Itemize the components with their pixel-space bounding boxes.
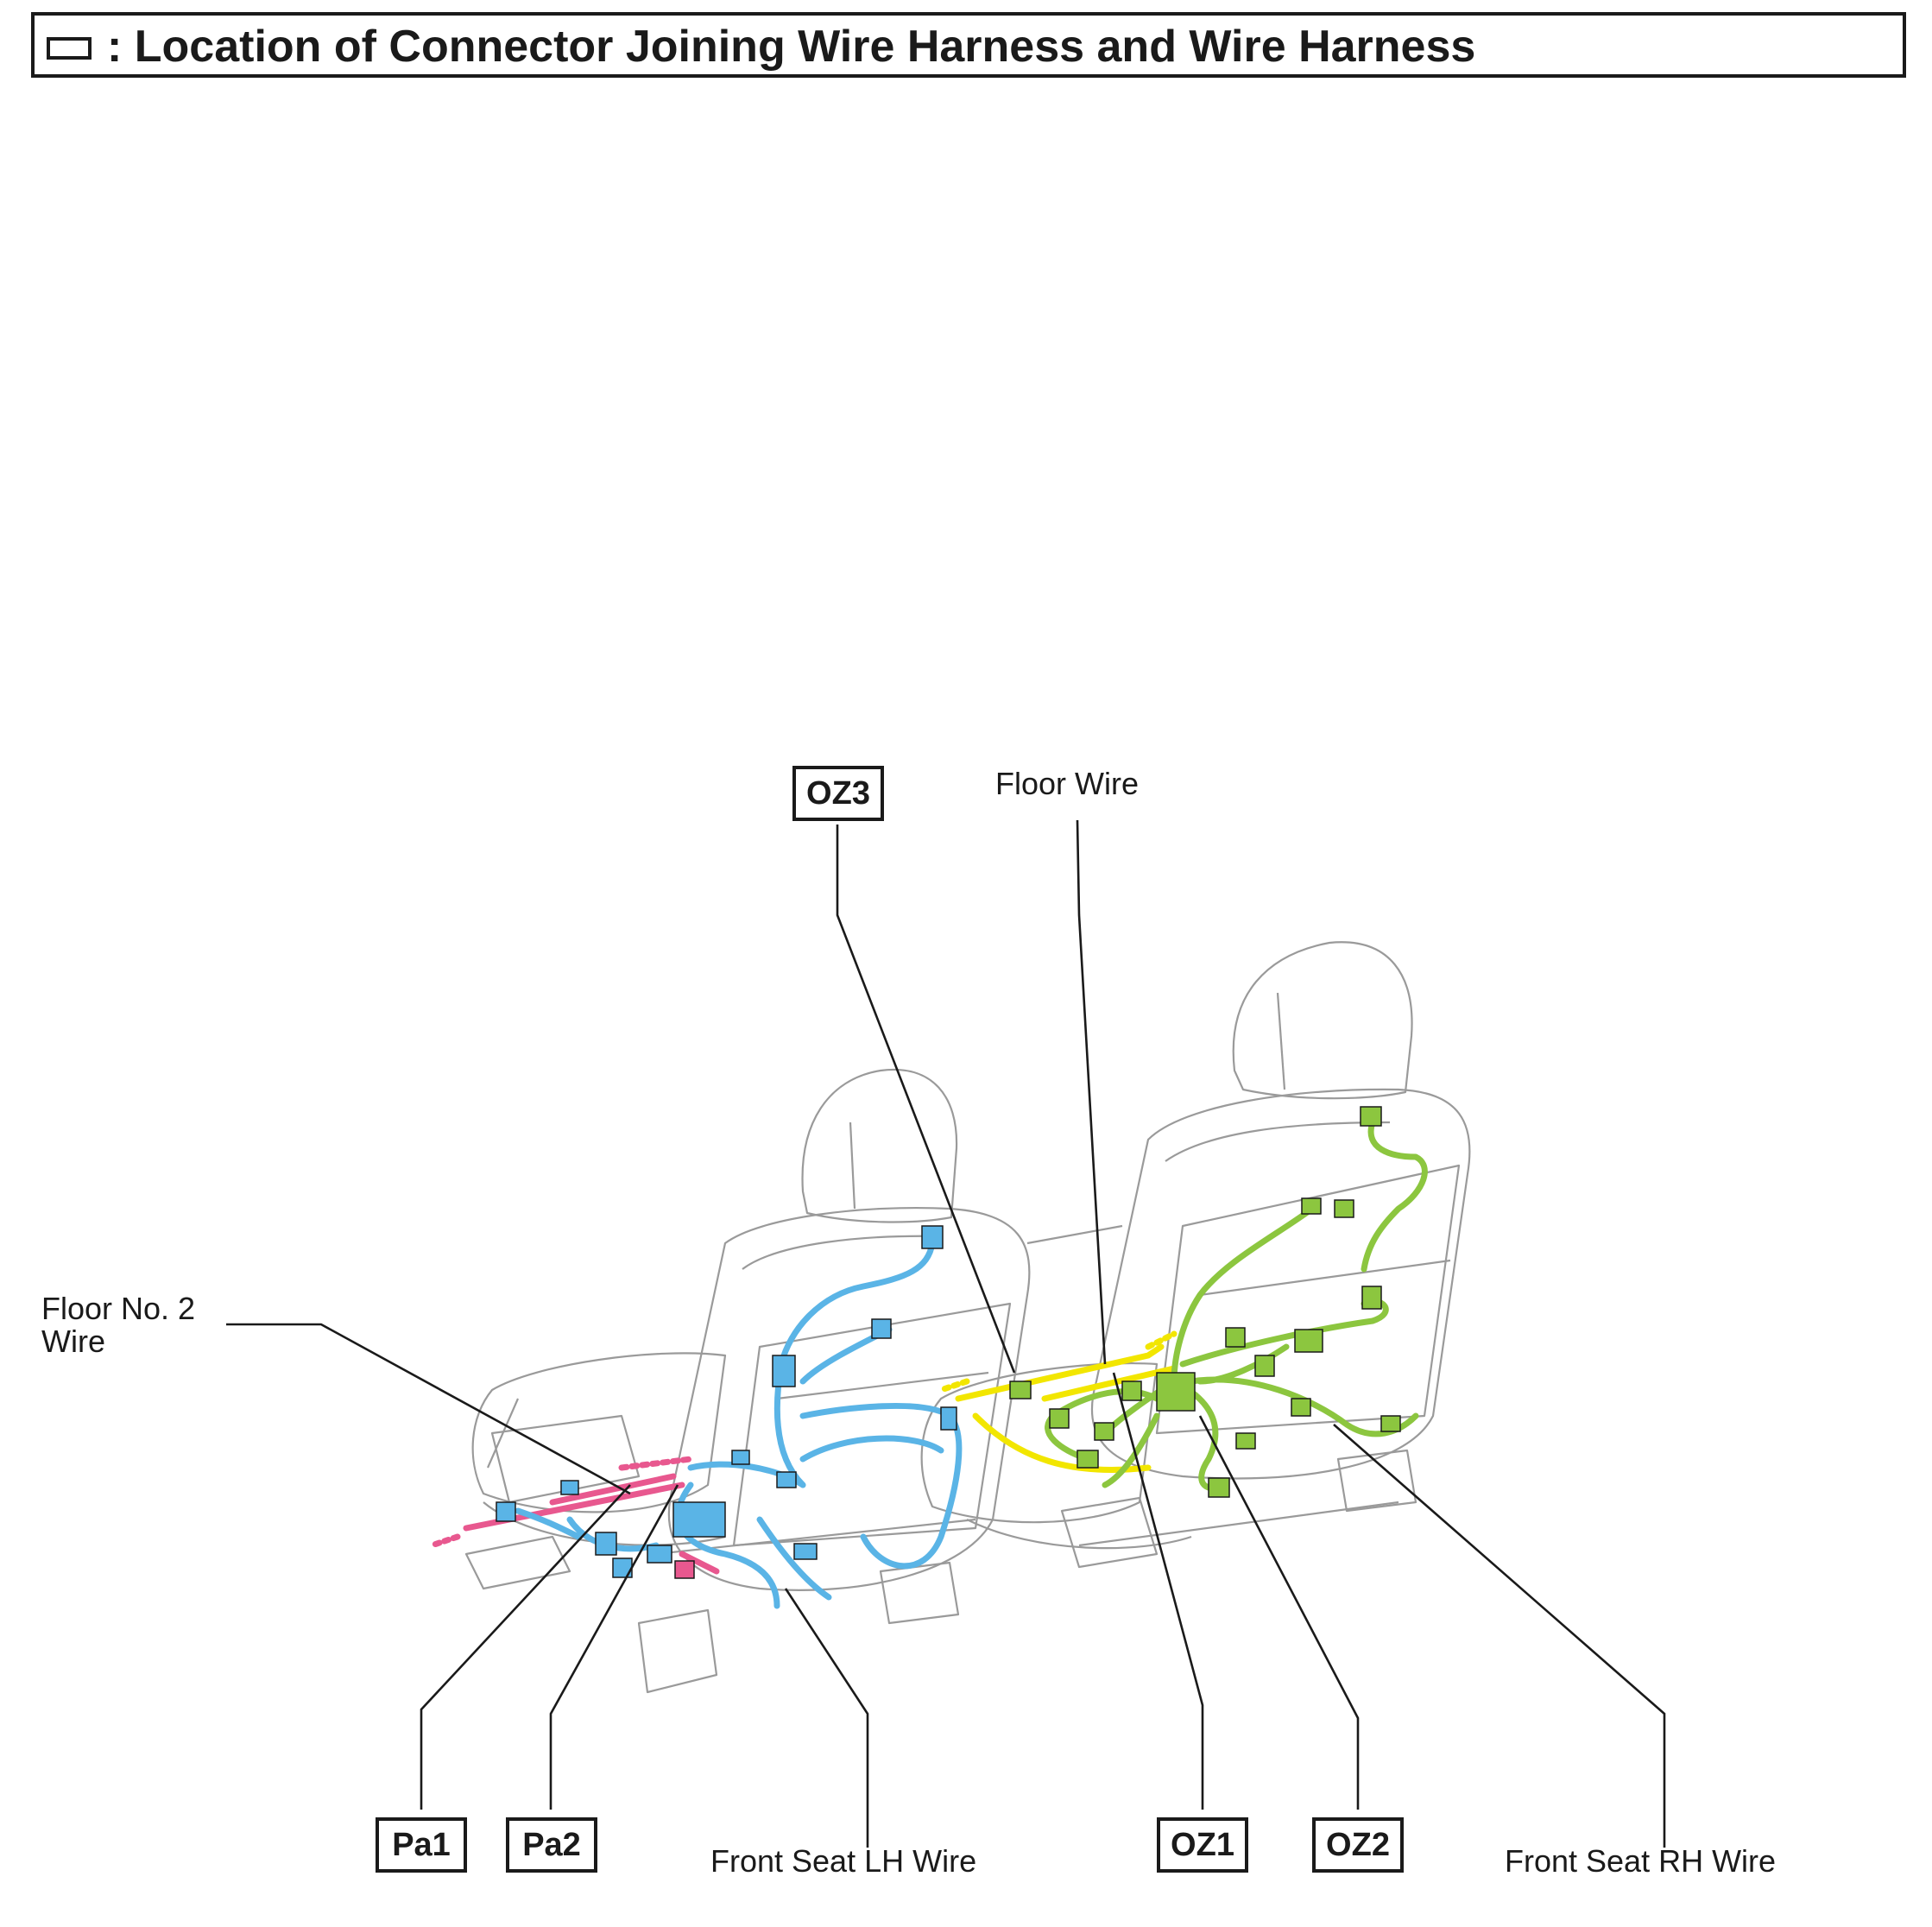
front-seat-lh-wire-label: Front Seat LH Wire bbox=[710, 1843, 977, 1879]
connector-code-oz3: OZ3 bbox=[792, 766, 884, 821]
floor-no2-wire-label-line2: Wire bbox=[41, 1324, 105, 1359]
leader-oz3 bbox=[836, 825, 1016, 1374]
leader-front-seat-lh bbox=[784, 1588, 869, 1848]
front-seat-lh-connectors bbox=[496, 1225, 957, 1578]
floor-no2-wire-harness bbox=[428, 1456, 720, 1575]
leader-floor-wire bbox=[1076, 819, 1107, 1365]
title-text: : Location of Connector Joining Wire Har… bbox=[107, 22, 1476, 72]
connector-code-oz1: OZ1 bbox=[1157, 1817, 1248, 1873]
connector-code-oz2: OZ2 bbox=[1312, 1817, 1404, 1873]
leader-floor-no2 bbox=[226, 1323, 631, 1495]
connector-code-pa1: Pa1 bbox=[376, 1817, 467, 1873]
leader-oz1 bbox=[1112, 1372, 1204, 1810]
leader-oz2 bbox=[1198, 1415, 1360, 1810]
leader-front-seat-rh bbox=[1333, 1424, 1666, 1848]
front-seat-rh-connectors bbox=[1009, 1106, 1401, 1498]
front-seat-rh-wire-label: Front Seat RH Wire bbox=[1505, 1843, 1777, 1879]
connector-code-pa2: Pa2 bbox=[506, 1817, 597, 1873]
right-seat bbox=[920, 941, 1471, 1569]
leader-pa2 bbox=[549, 1484, 679, 1810]
rectangle-symbol-icon bbox=[47, 37, 92, 60]
front-seat-lh-wire-harness bbox=[515, 1240, 963, 1609]
leader-pa1 bbox=[420, 1484, 631, 1810]
floor-wire-label: Floor Wire bbox=[995, 766, 1140, 801]
title-bar: : Location of Connector Joining Wire Har… bbox=[31, 12, 1906, 78]
floor-no2-wire-label-line1: Floor No. 2 bbox=[41, 1291, 196, 1326]
leader-lines bbox=[226, 819, 1666, 1848]
